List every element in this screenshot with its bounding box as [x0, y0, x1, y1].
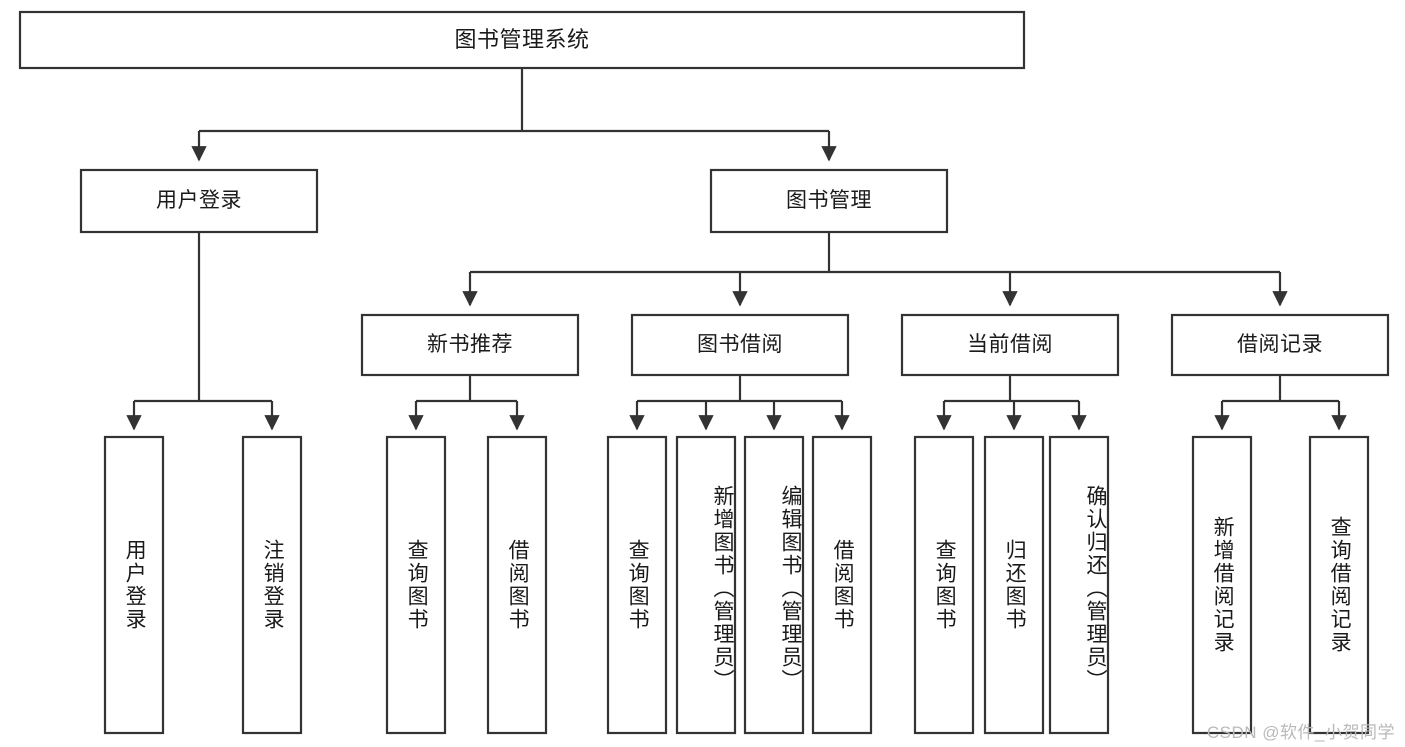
box-borrow-record[interactable] [1170, 313, 1390, 377]
box-book-borrow[interactable] [630, 313, 850, 377]
box-leaf-edit-book[interactable] [743, 435, 805, 735]
box-leaf-query-book-rec[interactable] [385, 435, 447, 735]
box-leaf-query-book-borrow[interactable] [606, 435, 668, 735]
box-new-book-rec[interactable] [360, 313, 580, 377]
box-leaf-borrow-book[interactable] [811, 435, 873, 735]
box-leaf-add-book[interactable] [675, 435, 737, 735]
box-leaf-add-record[interactable] [1191, 435, 1253, 735]
box-book-manage[interactable] [709, 168, 949, 234]
box-leaf-borrow-book-rec[interactable] [486, 435, 548, 735]
box-leaf-query-record[interactable] [1308, 435, 1370, 735]
box-user-login[interactable] [79, 168, 319, 234]
box-leaf-confirm-return[interactable] [1048, 435, 1110, 735]
box-leaf-return-book[interactable] [983, 435, 1045, 735]
box-leaf-logout[interactable] [241, 435, 303, 735]
box-root[interactable] [18, 10, 1026, 70]
box-leaf-query-book-cur[interactable] [913, 435, 975, 735]
csdn-watermark: CSDN @软件_小贺同学 [1206, 723, 1395, 742]
box-leaf-user-login[interactable] [103, 435, 165, 735]
box-current-borrow[interactable] [900, 313, 1120, 377]
